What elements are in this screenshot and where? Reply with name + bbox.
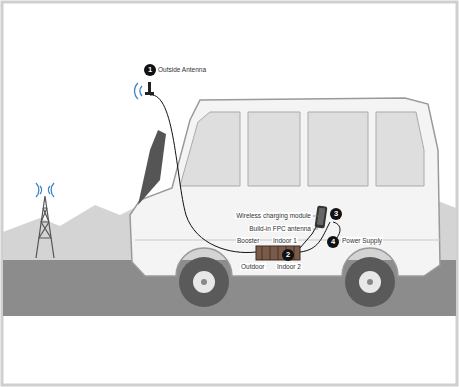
booster bbox=[256, 246, 300, 260]
callout-number: 4 bbox=[327, 236, 339, 248]
part-label: Outdoor bbox=[240, 263, 266, 270]
spare-wheel bbox=[138, 130, 166, 205]
part-label: Indoor 1 bbox=[272, 237, 298, 244]
front-wheel bbox=[179, 257, 229, 307]
part-label: Build-in FPC antenna bbox=[248, 225, 312, 232]
cell-tower bbox=[36, 196, 54, 258]
part-label: Power Supply bbox=[341, 237, 383, 244]
part-label: Indoor 2 bbox=[276, 263, 302, 270]
part-label: Wireless charging module bbox=[235, 212, 312, 219]
callout-number: 3 bbox=[330, 208, 342, 220]
phone-holder bbox=[315, 205, 328, 228]
rear-wheel bbox=[345, 257, 395, 307]
car bbox=[130, 98, 440, 307]
outside-antenna bbox=[135, 82, 154, 99]
callout-number: 1 bbox=[144, 64, 156, 76]
part-label: Booster bbox=[236, 237, 260, 244]
part-label: Outside Antenna bbox=[158, 66, 206, 73]
callout-number: 2 bbox=[282, 249, 294, 261]
tower-signal bbox=[36, 183, 54, 197]
cables bbox=[150, 95, 340, 253]
leader-lines bbox=[313, 216, 318, 229]
